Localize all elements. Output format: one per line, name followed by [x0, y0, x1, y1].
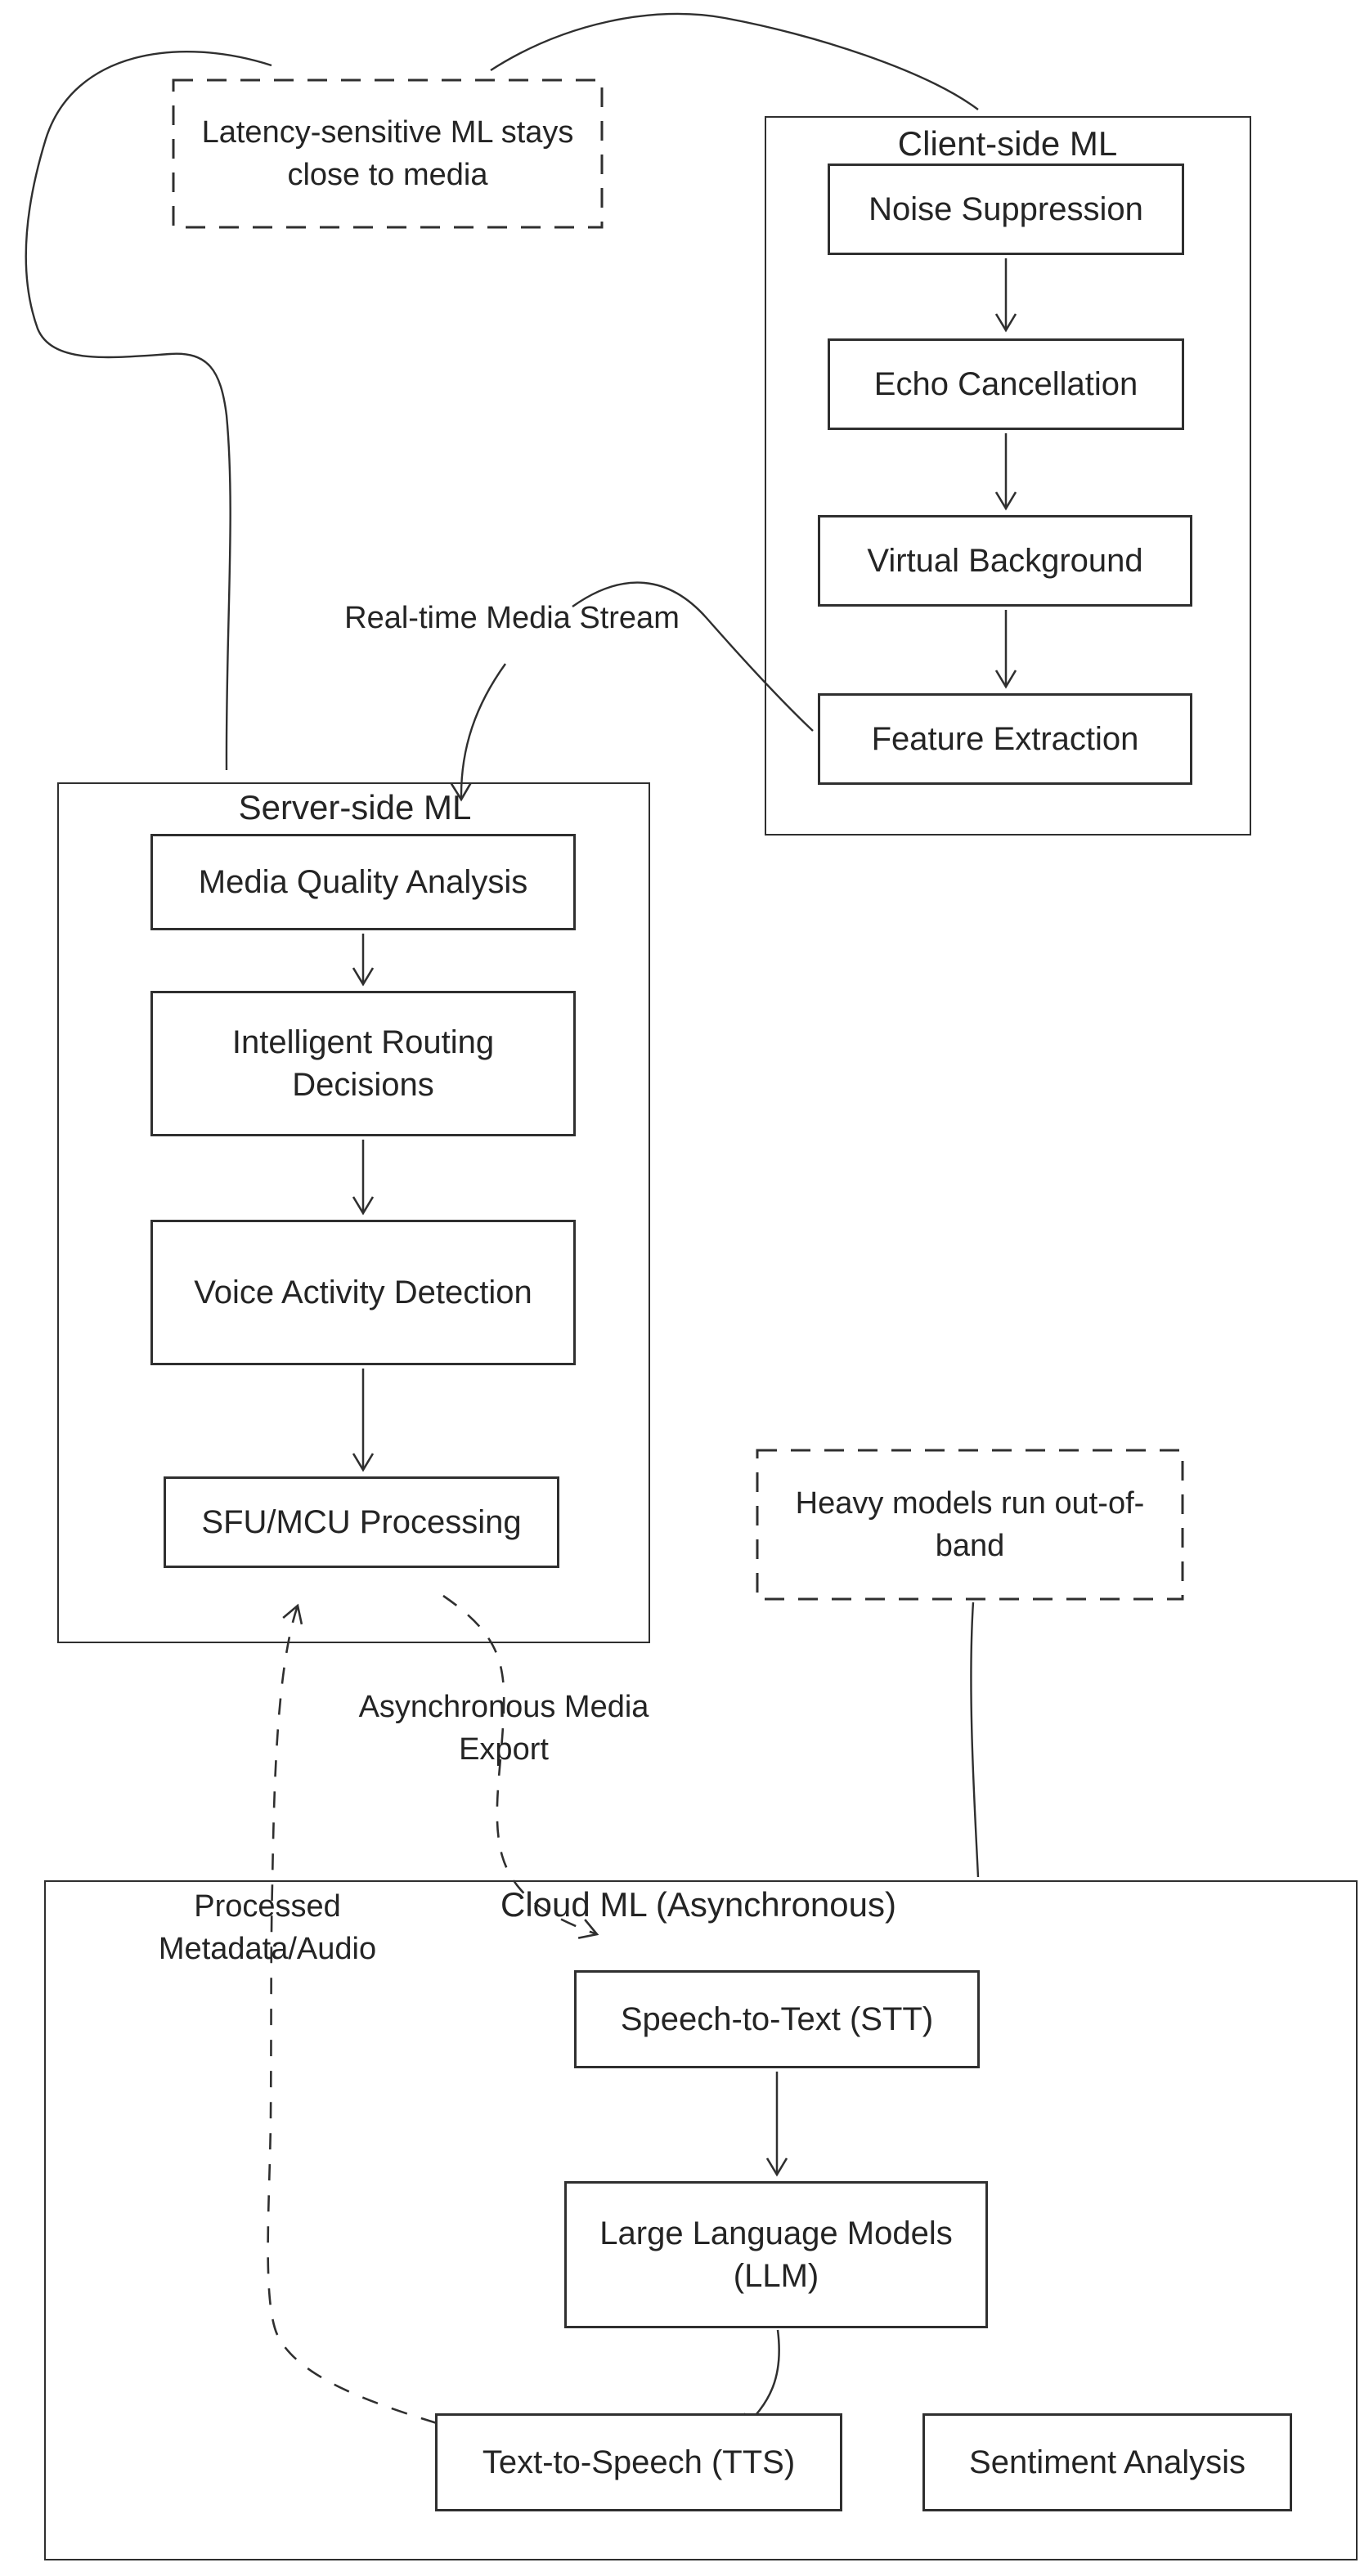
- group-title-cloud-ml: Cloud ML (Asynchronous): [500, 1885, 896, 1924]
- group-server-side-ml: [57, 782, 650, 1643]
- edge-label-realtime-media-stream: Real-time Media Stream: [344, 601, 680, 635]
- leader-note-to-cloud: [970, 1602, 980, 1878]
- node-media-quality-analysis: Media Quality Analysis: [150, 834, 576, 930]
- edge-label-processed-metadata-audio: Processed Metadata/Audio: [158, 1889, 377, 1966]
- node-echo-cancellation: Echo Cancellation: [828, 338, 1184, 430]
- node-sentiment-analysis: Sentiment Analysis: [922, 2413, 1292, 2511]
- node-sfu-mcu-processing: SFU/MCU Processing: [164, 1476, 559, 1568]
- group-title-client-side-ml: Client-side ML: [897, 124, 1118, 163]
- group-client-side-ml: [765, 116, 1251, 836]
- edge-processed-metadata: [267, 1603, 438, 2425]
- node-text-to-speech: Text-to-Speech (TTS): [435, 2413, 842, 2511]
- node-virtual-background: Virtual Background: [818, 515, 1192, 607]
- note-out-of-band: Heavy models run out-of- band: [795, 1486, 1145, 1563]
- leader-latency-to-client: [490, 12, 979, 110]
- edge-realtime-into-server: [450, 663, 506, 802]
- group-cloud-ml: [44, 1880, 1358, 2560]
- node-feature-extraction: Feature Extraction: [818, 693, 1192, 785]
- node-noise-suppression: Noise Suppression: [828, 164, 1184, 255]
- note-out-of-band-border: [756, 1449, 1184, 1601]
- note-latency: Latency-sensitive ML stays close to medi…: [201, 115, 574, 192]
- edge-realtime-from-client: [572, 581, 814, 732]
- node-speech-to-text: Speech-to-Text (STT): [574, 1970, 980, 2068]
- group-title-server-side-ml: Server-side ML: [238, 788, 472, 827]
- node-intelligent-routing: Intelligent Routing Decisions: [150, 991, 576, 1136]
- note-latency-border: [172, 78, 604, 229]
- node-large-language-models: Large Language Models (LLM): [564, 2181, 988, 2328]
- edge-label-async-media-export: Asynchronous Media Export: [358, 1690, 649, 1767]
- leader-latency-to-server: [25, 50, 272, 771]
- edge-async-export: [442, 1594, 599, 1939]
- node-voice-activity-detection: Voice Activity Detection: [150, 1220, 576, 1365]
